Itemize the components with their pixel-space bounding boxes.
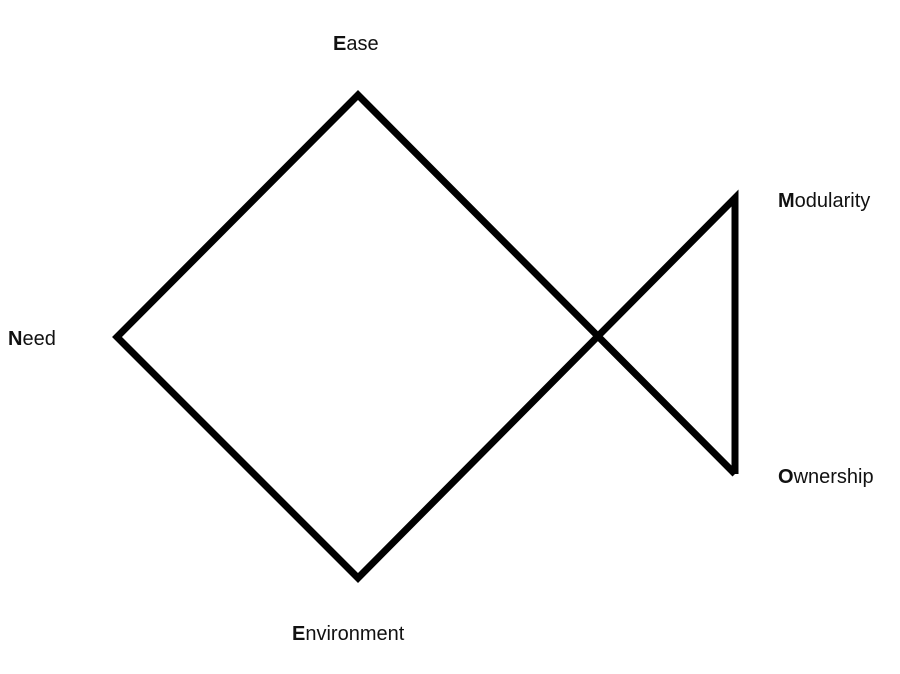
label-need-initial: N (8, 328, 23, 350)
label-need-rest: eed (22, 328, 56, 350)
label-environment-rest: nvironment (305, 623, 405, 645)
label-ease-initial: E (333, 33, 347, 55)
label-ease-rest: ase (346, 33, 379, 55)
label-ease: Ease (333, 34, 379, 54)
label-modularity-initial: M (778, 190, 795, 212)
fish-outline (112, 90, 739, 583)
label-environment-initial: E (292, 623, 306, 645)
label-ownership: Ownership (778, 467, 874, 487)
label-modularity-rest: odularity (794, 190, 871, 212)
label-environment: Environment (292, 624, 404, 644)
label-ownership-rest: wnership (793, 466, 874, 488)
label-need: Need (8, 329, 56, 349)
label-modularity: Modularity (778, 191, 870, 211)
label-ownership-initial: O (778, 466, 794, 488)
